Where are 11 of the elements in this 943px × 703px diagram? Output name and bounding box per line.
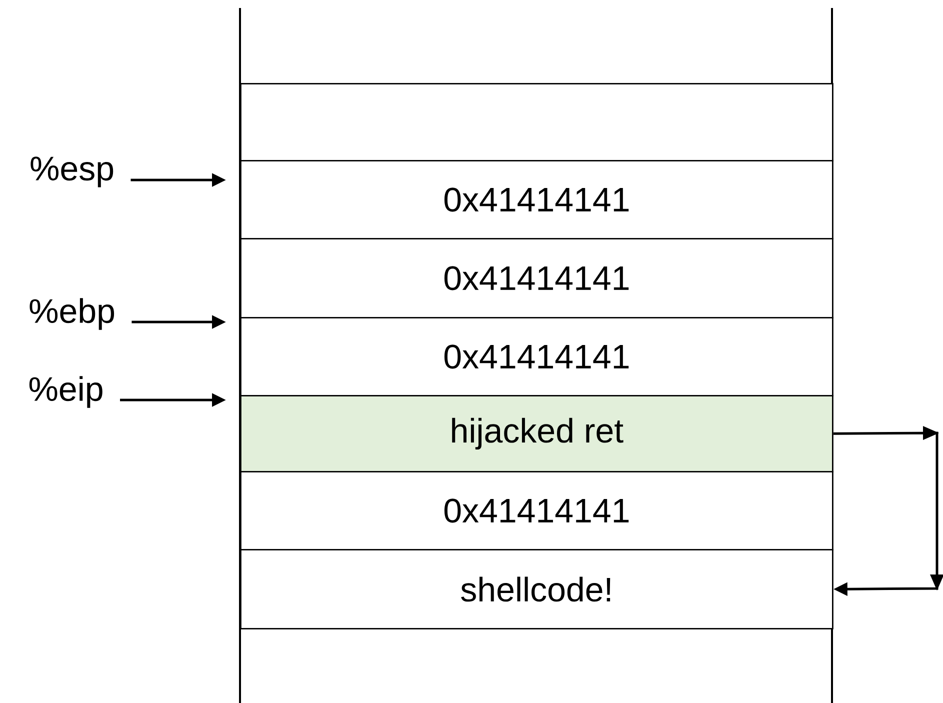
stack-cell: hijacked ret [240, 394, 834, 472]
stack-cell [240, 82, 834, 162]
stack-cell: shellcode! [240, 548, 834, 630]
jump-arrow [833, 426, 943, 596]
stack-cell: 0x41414141 [240, 160, 834, 240]
register-label: %ebp [30, 298, 114, 330]
stack-cell: 0x41414141 [240, 316, 834, 396]
register-label: %eip [29, 376, 102, 408]
stack-cell: 0x41414141 [240, 470, 834, 550]
stack-cell: 0x41414141 [240, 238, 834, 318]
register-label: %esp [30, 156, 114, 188]
